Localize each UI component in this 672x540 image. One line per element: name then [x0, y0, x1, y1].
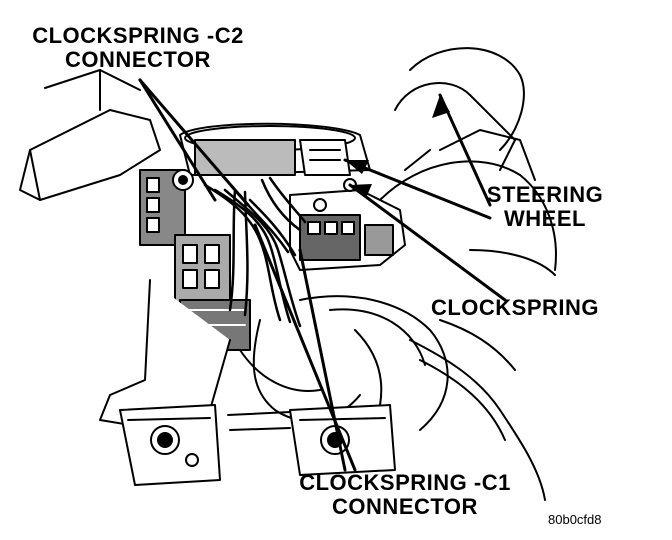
left-stalk	[19, 69, 161, 201]
steering-wheel-line2: WHEEL	[504, 206, 586, 231]
figure-code: 80b0cfd8	[548, 512, 602, 527]
clockspring-line1: CLOCKSPRING	[430, 295, 600, 320]
right-connector	[289, 178, 406, 271]
mounting-bracket-right	[227, 404, 396, 476]
steering-wheel-line1: STEERING	[486, 182, 604, 207]
mounting-bracket-left	[119, 404, 221, 486]
clockspring-c2-connector-label: CLOCKSPRING -C2 CONNECTOR	[18, 24, 258, 72]
clockspring-c2-line2: CONNECTOR	[65, 47, 211, 72]
arrowheads	[345, 95, 450, 198]
clockspring-housing	[179, 122, 371, 176]
clockspring-c1-line2: CONNECTOR	[332, 494, 478, 519]
clockspring-label: CLOCKSPRING	[420, 296, 610, 320]
leader-lines	[138, 78, 507, 472]
clockspring-c2-line1: CLOCKSPRING -C2	[32, 23, 244, 48]
clockspring-c1-line1: CLOCKSPRING -C1	[299, 470, 511, 495]
steering-wheel-label: STEERING WHEEL	[470, 183, 620, 231]
steering-wheel-outline	[379, 47, 557, 276]
steering-column-lower	[99, 279, 546, 501]
clockspring-c1-connector-label: CLOCKSPRING -C1 CONNECTOR	[275, 471, 535, 519]
